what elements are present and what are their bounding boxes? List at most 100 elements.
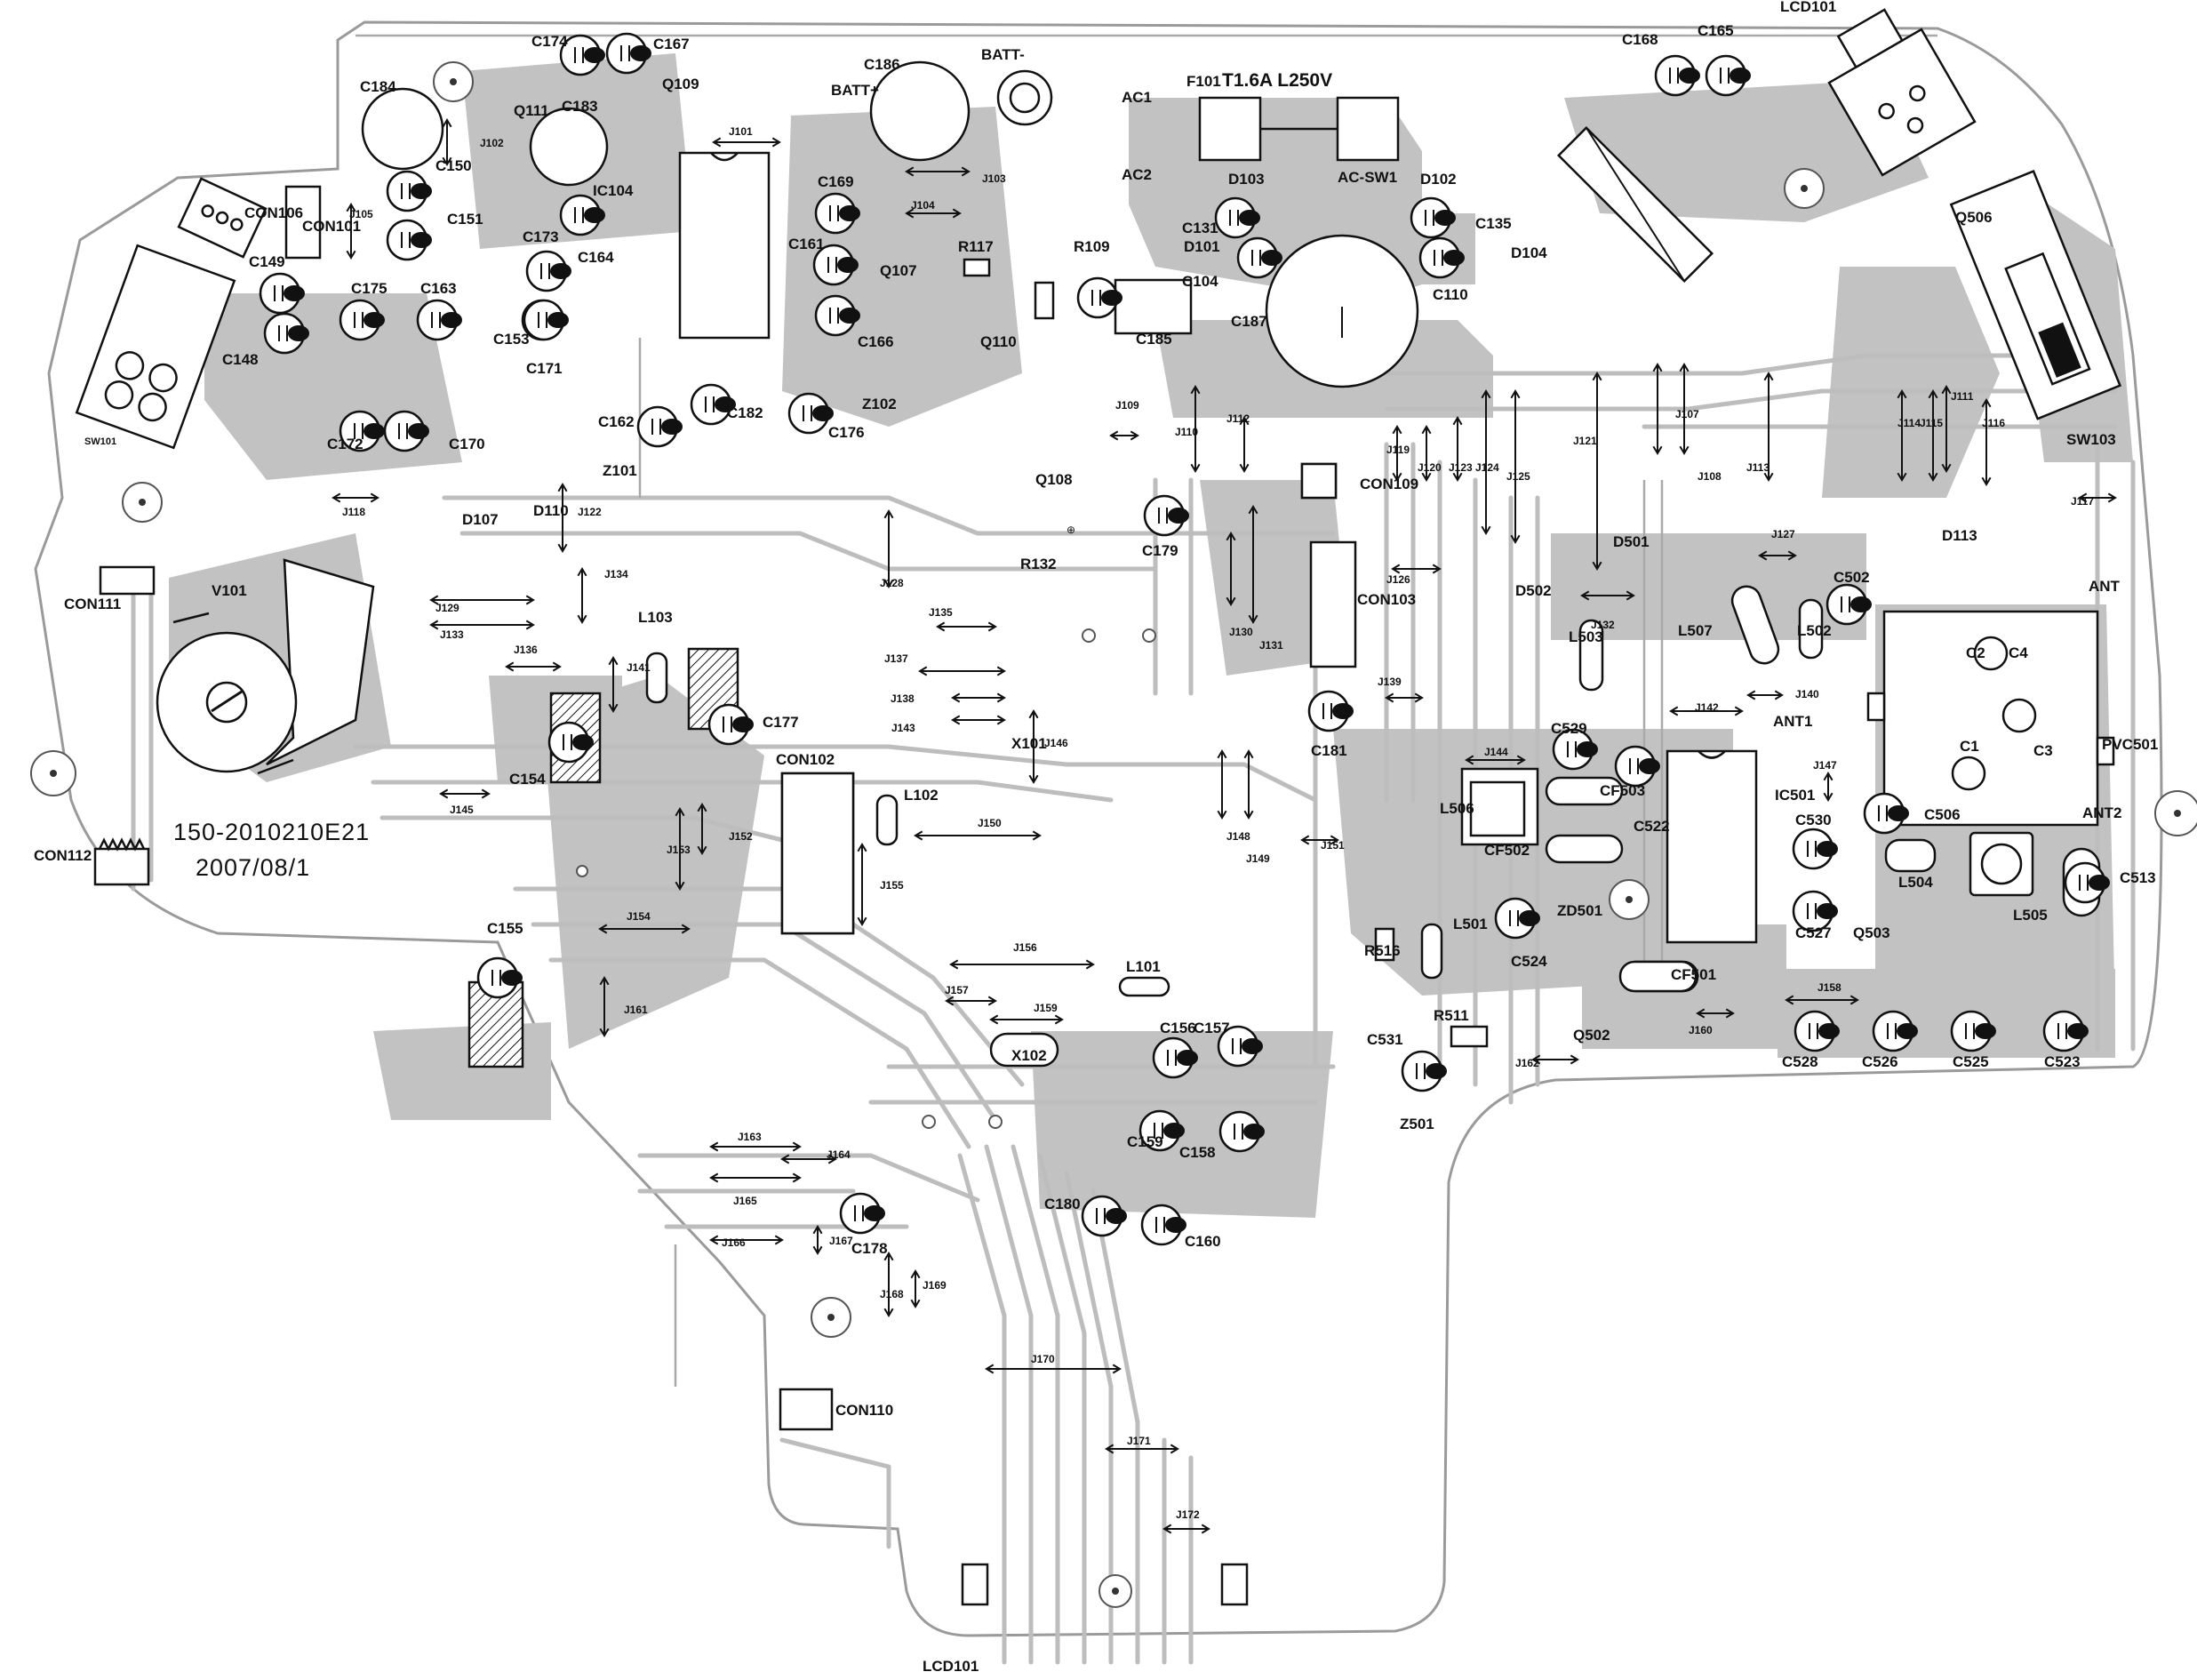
- capacitor-icon: [525, 250, 571, 292]
- fuse-rating-text: T1.6A L250V: [1222, 70, 1332, 91]
- jumper-arrow: [951, 692, 1006, 703]
- jumper-arrow: [557, 483, 568, 553]
- jumper-label: J172: [1176, 1508, 1200, 1521]
- capacitor-label: C185: [1136, 331, 1172, 348]
- capacitor-icon: [547, 721, 594, 764]
- svg-text:AC1: AC1: [1122, 89, 1152, 106]
- jumper-arrow: [945, 996, 997, 1006]
- jumper-label: J162: [1515, 1057, 1539, 1069]
- connector-label: CON110: [835, 1402, 893, 1419]
- inductor-label: L505: [2013, 907, 2048, 924]
- capacitor-icon: [416, 299, 462, 341]
- capacitor-icon: [263, 312, 309, 355]
- capacitor-icon: [787, 392, 834, 435]
- transistor-label: Q503: [1853, 924, 1890, 941]
- jumper-arrow: [985, 1364, 1122, 1374]
- jumper-arrow: [949, 959, 1095, 970]
- capacitor-label: C150: [435, 157, 472, 174]
- capacitor-label: C165: [1698, 22, 1734, 39]
- jumper-label: J123: [1449, 461, 1473, 474]
- jumper-label: J124: [1475, 461, 1499, 474]
- fuse-body: [1198, 96, 1262, 162]
- capacitor-label: C161: [788, 236, 825, 252]
- ic104-body: [678, 151, 771, 340]
- jumper-label: J169: [923, 1279, 947, 1292]
- connector-label: CON111: [64, 596, 121, 612]
- jumper-arrow: [1785, 995, 1859, 1005]
- jumper-label: J104: [911, 199, 935, 212]
- jumper-label: J109: [1115, 399, 1139, 412]
- inductor-label: L103: [638, 609, 673, 626]
- capacitor-icon: [1214, 196, 1260, 239]
- capacitor-label: C131: [1182, 220, 1218, 236]
- jumper-arrow: [1162, 1524, 1210, 1534]
- jumper-arrow: [1481, 389, 1491, 535]
- svg-text:CF501: CF501: [1671, 966, 1716, 983]
- jumper-arrow: [1465, 755, 1526, 765]
- capacitor-label: C168: [1622, 31, 1658, 48]
- jumper-arrow: [1531, 1054, 1579, 1065]
- jumper-arrow: [429, 620, 535, 630]
- capacitor-icon: [1081, 1195, 1127, 1237]
- capacitor-label: C167: [653, 36, 690, 52]
- jumper-arrow: [1109, 430, 1139, 441]
- board-outline: [34, 20, 2163, 1637]
- capacitor-icon: [1614, 745, 1660, 788]
- jumper-label: J152: [729, 830, 753, 843]
- jumper-arrow: [577, 567, 587, 624]
- mounting-holes: [30, 61, 2197, 1608]
- jumper-arrow: [1300, 835, 1339, 845]
- jumper-arrow: [812, 1225, 823, 1255]
- transistor-label: Q502: [1573, 1027, 1610, 1044]
- capacitor-icon: [1307, 690, 1354, 732]
- jumper-label: J145: [450, 804, 474, 816]
- capacitor-label: C104: [1182, 273, 1218, 290]
- jumper-arrow: [505, 661, 562, 672]
- jumper-arrow: [346, 203, 356, 260]
- capacitor-icon: [1401, 1050, 1447, 1092]
- jumper-label: J158: [1818, 981, 1841, 994]
- resistor-label: R516: [1364, 942, 1401, 959]
- jumper-label: J120: [1418, 461, 1442, 474]
- jumper-label: J132: [1591, 619, 1615, 631]
- capacitor-icon: [1140, 1204, 1186, 1246]
- svg-text:AC2: AC2: [1122, 166, 1152, 183]
- jumper-label: J101: [729, 125, 753, 138]
- capacitor-icon: [386, 219, 432, 261]
- svg-text:CF503: CF503: [1600, 782, 1645, 799]
- capacitor-icon: [690, 383, 736, 426]
- capacitor-label: C175: [351, 280, 387, 297]
- capacitor-icon: [1218, 1110, 1265, 1153]
- jumper-arrow: [1510, 389, 1521, 544]
- capacitor-label: C529: [1551, 720, 1587, 737]
- jumper-arrow: [1248, 505, 1258, 624]
- jumper-label: J170: [1031, 1353, 1055, 1365]
- diode-label: D501: [1613, 533, 1650, 550]
- capacitor-icon: [814, 192, 860, 235]
- connector-label: CON109: [1360, 476, 1418, 492]
- diode-label: D101: [1184, 238, 1220, 255]
- jumper-arrow: [1580, 590, 1635, 601]
- diode-label: Z101: [603, 462, 637, 479]
- capacitor-label: C174: [531, 33, 568, 50]
- capacitor-icon: [2042, 1010, 2089, 1052]
- capacitor-label: C530: [1795, 812, 1832, 828]
- jumper-arrow: [1028, 709, 1039, 784]
- jumper-label: J116: [1982, 417, 2005, 429]
- jumper-label: J168: [880, 1288, 904, 1300]
- small-capacitors: [259, 32, 2110, 1246]
- jumper-arrow: [918, 666, 1006, 676]
- capacitor-icon: [1792, 828, 1838, 870]
- jumper-label: J163: [738, 1131, 762, 1143]
- capacitor-label: C527: [1795, 924, 1832, 941]
- inductor-label: L101: [1126, 958, 1161, 975]
- jumper-arrow: [1758, 550, 1797, 561]
- jumper-label: J166: [722, 1236, 746, 1249]
- capacitor-label: C160: [1185, 1233, 1221, 1250]
- svg-text:C3: C3: [2033, 742, 2053, 759]
- jumper-arrow: [712, 137, 781, 148]
- capacitor-icon: [523, 299, 569, 341]
- jumper-label: J110: [1175, 426, 1198, 438]
- capacitor-label: C184: [360, 78, 396, 95]
- jumper-label: J157: [945, 984, 969, 996]
